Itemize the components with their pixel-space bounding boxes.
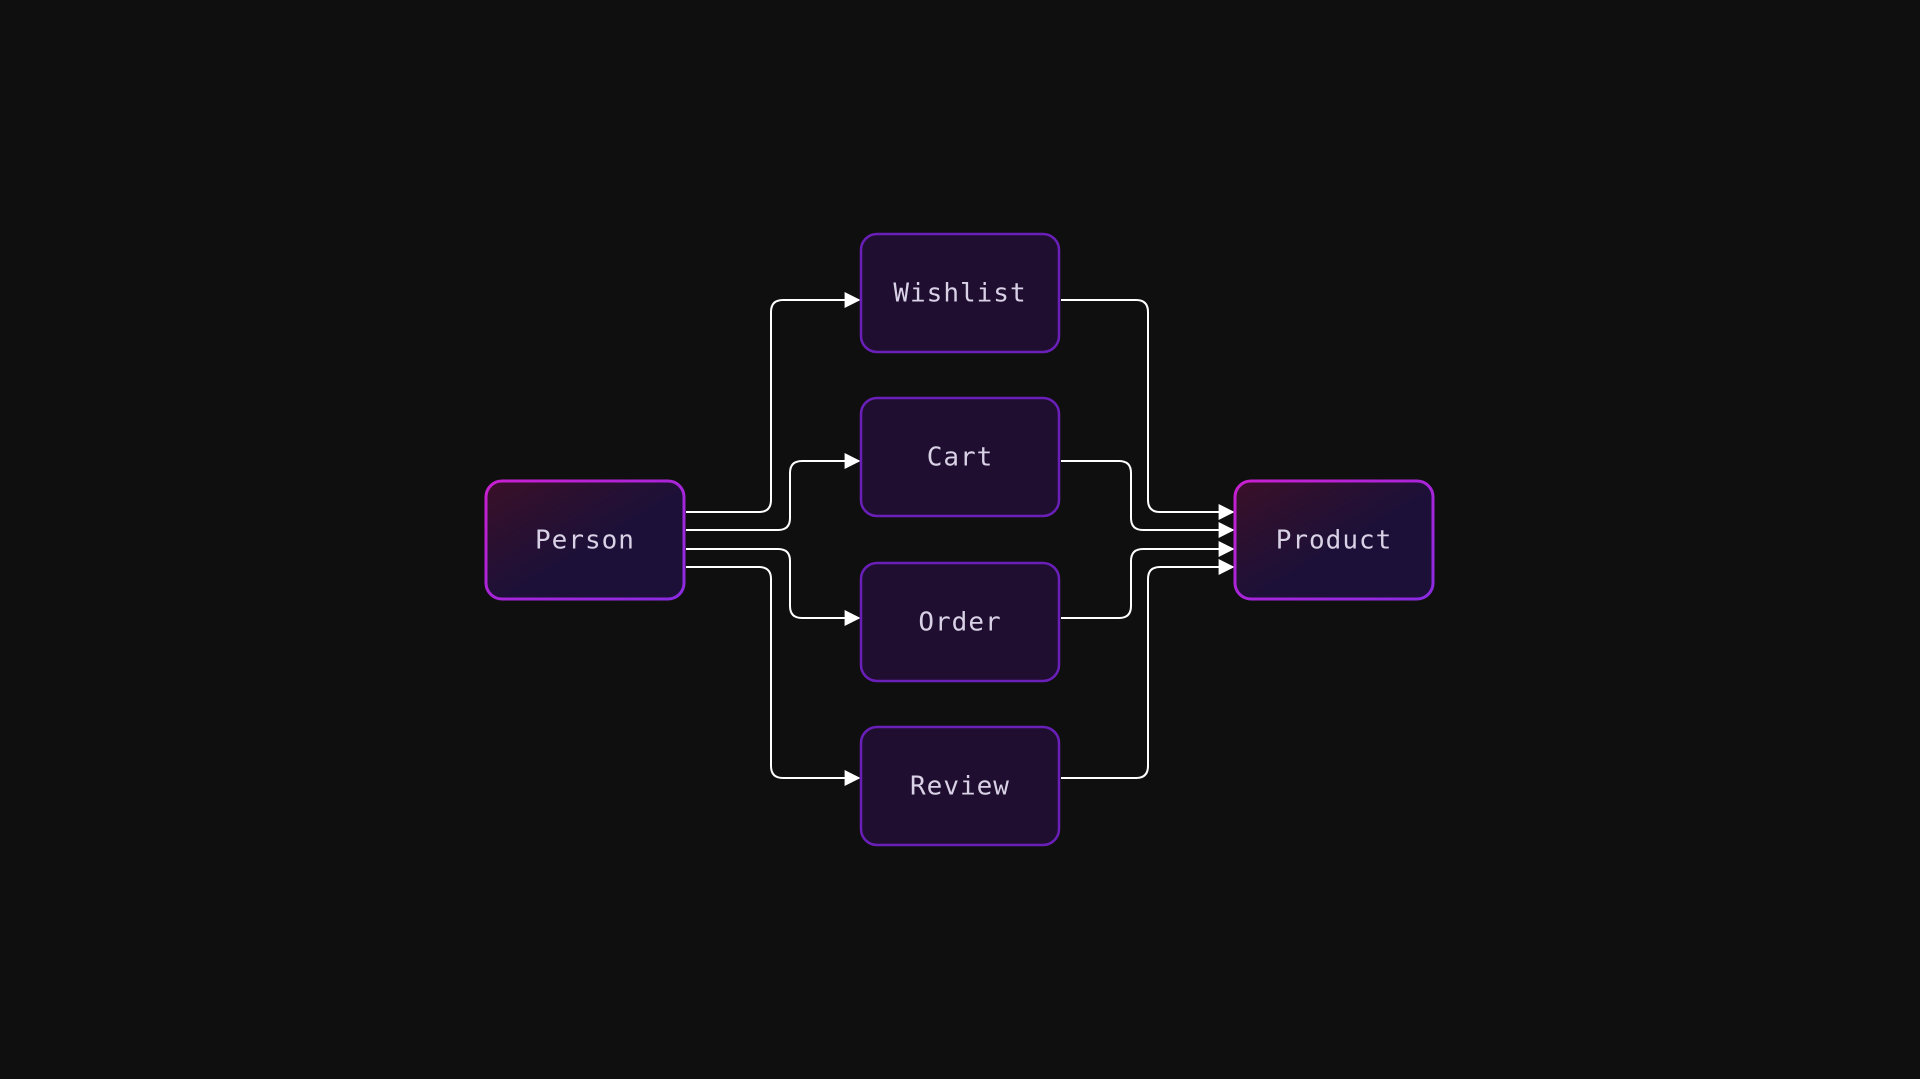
node-cart-label: Cart	[927, 443, 994, 473]
node-order-label: Order	[918, 608, 1001, 638]
node-review[interactable]: Review	[859, 725, 1061, 847]
node-person[interactable]: Person	[484, 479, 686, 601]
node-cart[interactable]: Cart	[859, 396, 1061, 518]
node-review-label: Review	[910, 772, 1010, 802]
node-person-label: Person	[535, 526, 635, 556]
node-order[interactable]: Order	[859, 561, 1061, 683]
edge-cart-product	[1061, 460, 1235, 538]
edge-order-product	[1061, 541, 1235, 619]
edge-wishlist-product	[1061, 299, 1235, 520]
edge-review-product	[1061, 559, 1235, 779]
edge-person-review	[686, 566, 861, 786]
edge-person-wishlist	[686, 292, 861, 513]
node-wishlist-label: Wishlist	[893, 279, 1026, 309]
node-product-label: Product	[1276, 526, 1393, 556]
edges	[686, 292, 1235, 786]
node-product[interactable]: Product	[1233, 479, 1435, 601]
edge-person-cart	[686, 453, 861, 531]
edge-person-order	[686, 548, 861, 626]
node-wishlist[interactable]: Wishlist	[859, 232, 1061, 354]
